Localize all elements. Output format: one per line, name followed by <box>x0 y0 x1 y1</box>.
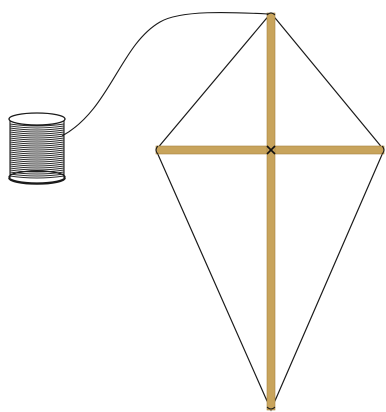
spool-top-flange <box>9 113 65 125</box>
kite-string <box>62 12 268 136</box>
string-spool <box>9 113 65 184</box>
vertical-spar <box>267 13 275 410</box>
spool-thread <box>10 124 64 178</box>
